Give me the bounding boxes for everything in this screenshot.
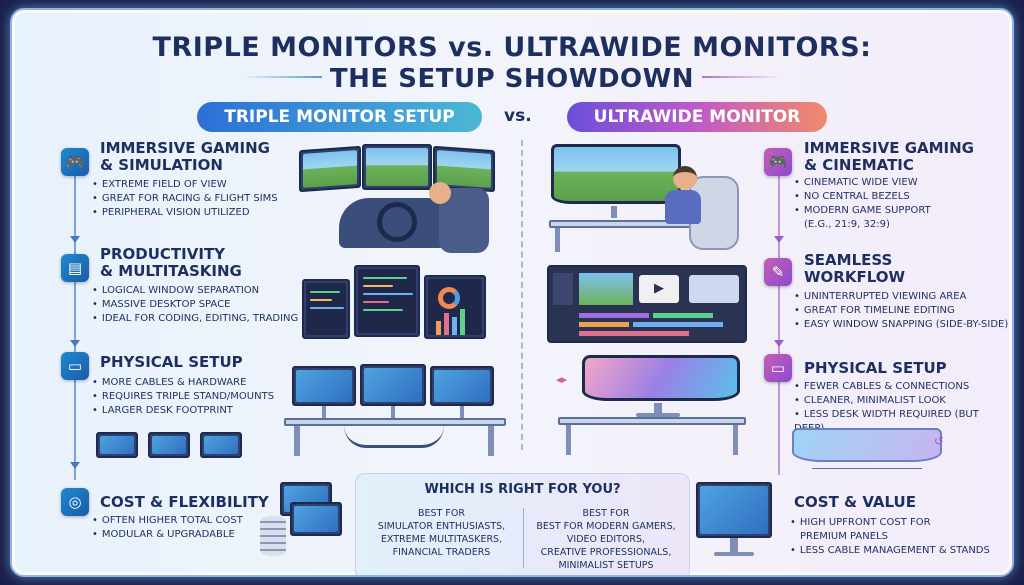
productivity-screens-illustration — [302, 265, 502, 355]
left-arrow-3 — [70, 462, 80, 469]
monitor-icon: ▭ — [61, 352, 89, 380]
right-arrow-1 — [774, 236, 784, 243]
title-decoration-left — [242, 76, 322, 78]
which-is-right-box: WHICH IS RIGHT FOR YOU? BEST FOR SIMULAT… — [355, 473, 690, 575]
left-arrow-1 — [70, 236, 80, 243]
left-section-3-heading: PHYSICAL SETUP — [100, 353, 243, 371]
right-section-2-bullets: UNINTERRUPTED VIEWING AREA GREAT FOR TIM… — [794, 290, 1008, 332]
gamepad-icon: 🎮 — [764, 148, 792, 176]
right-section-4-heading: COST & VALUE — [794, 493, 916, 511]
right-section-4-bullets: HIGH UPFRONT COST FOR PREMIUM PANELS LES… — [790, 516, 990, 558]
center-divider — [521, 140, 523, 450]
bottom-box-separator — [523, 508, 524, 568]
triple-recommendation: BEST FOR SIMULATOR ENTHUSIASTS, EXTREME … — [377, 508, 506, 558]
left-timeline — [74, 175, 76, 480]
right-section-1-heading: IMMERSIVE GAMING & CINEMATIC — [804, 139, 974, 174]
right-arrow-2 — [774, 340, 784, 347]
which-is-right-title: WHICH IS RIGHT FOR YOU? — [424, 482, 621, 497]
triple-desk-illustration — [284, 358, 506, 458]
right-timeline — [778, 175, 780, 475]
left-section-2-bullets: LOGICAL WINDOW SEPARATION MASSIVE DESKTO… — [92, 284, 298, 326]
gamepad-icon: 🎮 — [61, 148, 89, 176]
curved-monitor-illustration: ↺ — [792, 428, 952, 476]
left-section-1-heading: IMMERSIVE GAMING & SIMULATION — [100, 139, 270, 174]
title-line-2: THE SETUP SHOWDOWN — [329, 64, 695, 94]
cost-monitor-illustration — [696, 482, 776, 564]
ultrawide-desk-illustration: ◂▸ — [552, 355, 752, 460]
left-section-4-bullets: OFTEN HIGHER TOTAL COST MODULAR & UPGRAD… — [92, 514, 243, 542]
right-section-2-heading: SEAMLESS WORKFLOW — [804, 251, 906, 286]
ultrawide-header: ULTRAWIDE MONITOR — [567, 102, 827, 132]
timeline-editor-illustration: ▶ — [547, 265, 752, 347]
ultrawide-recommendation: BEST FOR BEST FOR MODERN GAMERS, VIDEO E… — [536, 508, 676, 571]
document-icon: ▤ — [61, 254, 89, 282]
ultrawide-gamer-illustration — [549, 136, 754, 256]
infographic-frame: TRIPLE MONITORS vs. ULTRAWIDE MONITORS: … — [10, 8, 1014, 577]
triple-monitor-header: TRIPLE MONITOR SETUP — [197, 102, 482, 132]
right-section-1-bullets: CINEMATIC WIDE VIEW NO CENTRAL BEZELS MO… — [794, 176, 931, 232]
left-section-2-heading: PRODUCTIVITY & MULTITASKING — [100, 245, 242, 280]
left-section-3-bullets: MORE CABLES & HARDWARE REQUIRES TRIPLE S… — [92, 376, 274, 418]
racing-sim-illustration — [299, 140, 504, 255]
left-section-1-bullets: EXTREME FIELD OF VIEW GREAT FOR RACING &… — [92, 178, 278, 220]
coins-screens-illustration — [258, 480, 348, 570]
right-section-3-heading: PHYSICAL SETUP — [804, 359, 947, 377]
edit-icon: ✎ — [764, 258, 792, 286]
vs-label: vs. — [504, 106, 532, 126]
title-line-1: TRIPLE MONITORS vs. ULTRAWIDE MONITORS: — [152, 32, 872, 63]
title-decoration-right — [702, 76, 782, 78]
small-triple-monitors-illustration — [96, 432, 246, 466]
left-arrow-2 — [70, 340, 80, 347]
coins-icon: ◎ — [61, 488, 89, 516]
left-section-4-heading: COST & FLEXIBILITY — [100, 493, 269, 511]
monitor-icon: ▭ — [764, 354, 792, 382]
